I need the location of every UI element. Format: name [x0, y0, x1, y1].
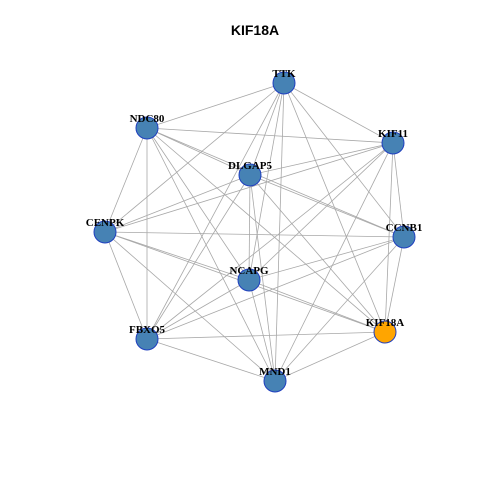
- edge-dlgap5-mnd1: [249, 174, 276, 382]
- node-circle: [135, 116, 159, 140]
- edge-kif11-fbxo5: [146, 142, 394, 340]
- edge-ccnb1-kif18a: [384, 236, 405, 333]
- node-circle: [237, 268, 261, 292]
- edge-ndc80-kif18a: [146, 127, 386, 333]
- node-circle: [381, 131, 405, 155]
- edge-ttk-mnd1: [274, 82, 285, 382]
- node-circle: [135, 327, 159, 351]
- node-circle: [272, 71, 296, 95]
- edge-fbxo5-mnd1: [146, 338, 276, 382]
- node-ncapg: NCAPG: [229, 265, 269, 292]
- edge-ndc80-mnd1: [146, 127, 276, 382]
- edge-ncapg-kif18a: [248, 279, 386, 333]
- edge-ndc80-ncapg: [146, 127, 250, 281]
- edge-dlgap5-ccnb1: [249, 174, 405, 238]
- node-label: MND1: [259, 366, 291, 378]
- node-mnd1: MND1: [259, 366, 291, 393]
- edge-ndc80-dlgap5: [146, 127, 251, 176]
- node-label: NDC80: [130, 113, 165, 125]
- edge-kif11-kif18a: [384, 142, 394, 333]
- node-ttk: TTK: [272, 68, 296, 95]
- edge-ndc80-kif11: [146, 127, 394, 144]
- edge-ttk-ndc80: [146, 82, 285, 129]
- edge-ncapg-mnd1: [248, 279, 276, 382]
- chart-title: KIF18A: [231, 22, 279, 38]
- node-label: KIF18A: [366, 317, 405, 329]
- node-ccnb1: CCNB1: [386, 222, 423, 249]
- edge-cenpk-mnd1: [104, 231, 276, 382]
- node-cenpk: CENPK: [86, 217, 125, 244]
- node-label: KIF11: [378, 128, 408, 140]
- node-label: CCNB1: [386, 222, 423, 234]
- node-dlgap5: DLGAP5: [228, 160, 273, 187]
- node-label: FBXO5: [129, 324, 166, 336]
- node-circle: [373, 320, 397, 344]
- node-label: TTK: [272, 68, 296, 80]
- edge-ccnb1-fbxo5: [146, 236, 405, 340]
- node-fbxo5: FBXO5: [129, 324, 166, 351]
- node-label: NCAPG: [229, 265, 269, 277]
- node-circle: [263, 369, 287, 393]
- node-circle: [238, 163, 262, 187]
- edge-kif11-cenpk: [104, 142, 394, 233]
- edge-kif18a-mnd1: [274, 331, 386, 382]
- edge-ttk-cenpk: [104, 82, 285, 233]
- edge-kif11-dlgap5: [249, 142, 394, 176]
- node-ndc80: NDC80: [130, 113, 165, 140]
- edge-cenpk-fbxo5: [104, 231, 148, 340]
- edge-kif11-ncapg: [248, 142, 394, 281]
- node-label: CENPK: [86, 217, 125, 229]
- node-kif11: KIF11: [378, 128, 408, 155]
- edge-ndc80-cenpk: [104, 127, 148, 233]
- edge-dlgap5-ncapg: [248, 174, 251, 281]
- edge-ttk-fbxo5: [146, 82, 285, 340]
- edge-ttk-dlgap5: [249, 82, 285, 176]
- node-label: DLGAP5: [228, 160, 273, 172]
- edge-dlgap5-cenpk: [104, 174, 251, 233]
- edges-layer: [104, 82, 405, 382]
- edge-dlgap5-fbxo5: [146, 174, 251, 340]
- edge-ndc80-ccnb1: [146, 127, 405, 238]
- edge-dlgap5-kif18a: [249, 174, 386, 333]
- node-circle: [93, 220, 117, 244]
- edge-ccnb1-ncapg: [248, 236, 405, 281]
- edge-kif11-mnd1: [274, 142, 394, 382]
- edge-cenpk-ccnb1: [104, 231, 405, 238]
- node-kif18a: KIF18A: [366, 317, 405, 344]
- edge-ncapg-fbxo5: [146, 279, 250, 340]
- node-circle: [392, 225, 416, 249]
- edge-kif11-ccnb1: [392, 142, 405, 238]
- edge-ttk-kif11: [283, 82, 394, 144]
- edge-kif18a-fbxo5: [146, 331, 386, 340]
- edge-ttk-ccnb1: [283, 82, 405, 238]
- edge-ccnb1-mnd1: [274, 236, 405, 382]
- edge-cenpk-ncapg: [104, 231, 250, 281]
